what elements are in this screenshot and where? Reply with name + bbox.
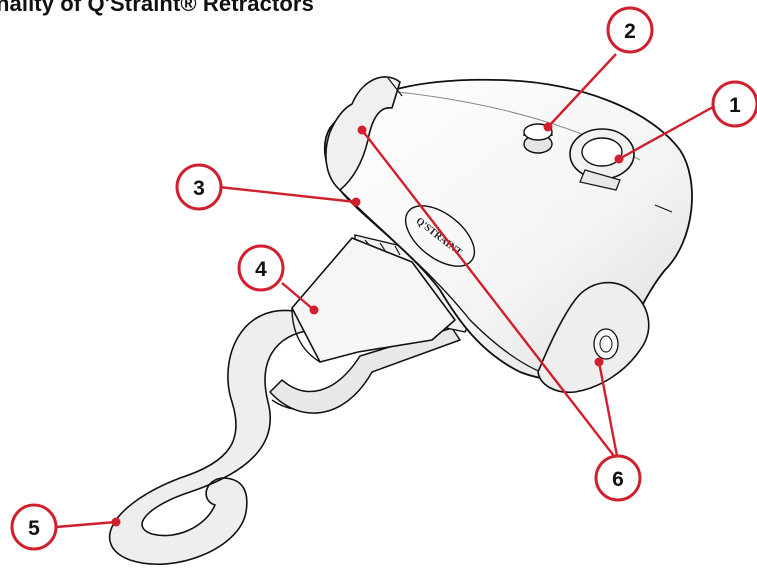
callout-1: 1	[713, 82, 757, 126]
svg-text:1: 1	[729, 94, 741, 117]
callout-5: 5	[12, 505, 56, 549]
callout-3: 3	[177, 165, 221, 209]
leader-5	[56, 522, 116, 527]
callout-4: 4	[239, 246, 283, 290]
svg-text:5: 5	[28, 517, 40, 540]
leader-3	[219, 187, 356, 202]
callout-2: 2	[608, 8, 652, 52]
svg-text:6: 6	[612, 468, 624, 491]
svg-text:4: 4	[255, 258, 267, 281]
svg-text:2: 2	[624, 20, 636, 43]
svg-text:3: 3	[193, 177, 205, 200]
callout-6: 6	[596, 456, 640, 500]
